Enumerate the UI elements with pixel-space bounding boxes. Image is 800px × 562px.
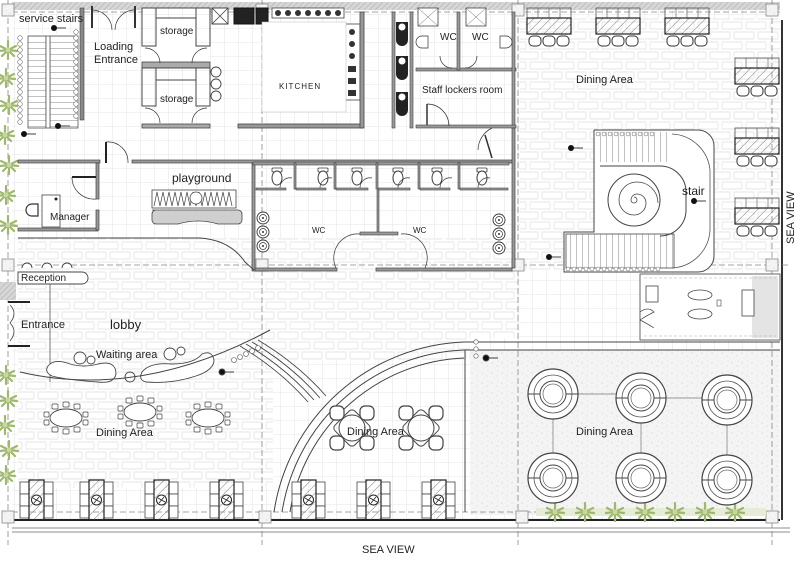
- label-staff-lockers: Staff lockers room: [422, 85, 503, 96]
- round-booths-right: [527, 368, 753, 506]
- label-storage-top: storage: [160, 26, 194, 37]
- label-waiting-area: Waiting area: [96, 349, 158, 361]
- waiting-area-sofas: [19, 329, 271, 383]
- kitchen-block: [261, 21, 347, 113]
- label-playground: playground: [172, 171, 232, 185]
- playground-equipment: [151, 189, 243, 225]
- kitchen-equipment: [211, 7, 361, 101]
- label-kitchen: KITCHEN: [279, 82, 322, 91]
- label-lobby: lobby: [110, 317, 142, 332]
- label-stair: stair: [682, 184, 705, 198]
- main-entrance: [0, 282, 30, 347]
- storage-rooms: [141, 7, 222, 129]
- loading-entrance-doors: [91, 6, 136, 31]
- label-dining-bottom-left: Dining Area: [96, 427, 153, 439]
- bar-counter-room: [639, 273, 781, 341]
- label-wc-staff-right: WC: [472, 32, 489, 43]
- label-dining-top-right: Dining Area: [576, 74, 633, 86]
- label-reception: Reception: [21, 273, 67, 284]
- label-entrance-loading: Entrance: [94, 54, 139, 66]
- label-sea-view-bottom: SEA VIEW: [362, 544, 415, 556]
- label-wc-public-left: WC: [312, 226, 326, 235]
- label-loading: Loading: [94, 41, 134, 53]
- label-wc-public-right: WC: [413, 226, 427, 235]
- label-entrance: Entrance: [21, 319, 66, 331]
- label-storage-bottom: storage: [160, 94, 194, 105]
- main-stair: [545, 129, 715, 273]
- label-dining-bottom-middle: Dining Area: [347, 426, 404, 438]
- curved-walkway: [218, 339, 780, 513]
- label-service-stairs: service stairs: [19, 13, 84, 25]
- label-sea-view-right: SEA VIEW: [785, 191, 797, 244]
- label-manager: Manager: [50, 212, 90, 223]
- manager-room: [25, 141, 129, 228]
- public-wc: [252, 161, 510, 269]
- label-dining-bottom-right: Dining Area: [576, 426, 633, 438]
- north-wall: [12, 2, 780, 10]
- booth-tables-bottom-middle: [291, 479, 456, 521]
- plants-bottom-right: [536, 501, 766, 523]
- staff-wc-lockers: [391, 7, 517, 159]
- label-wc-staff-left: WC: [440, 32, 457, 43]
- service-stairs: [17, 7, 85, 138]
